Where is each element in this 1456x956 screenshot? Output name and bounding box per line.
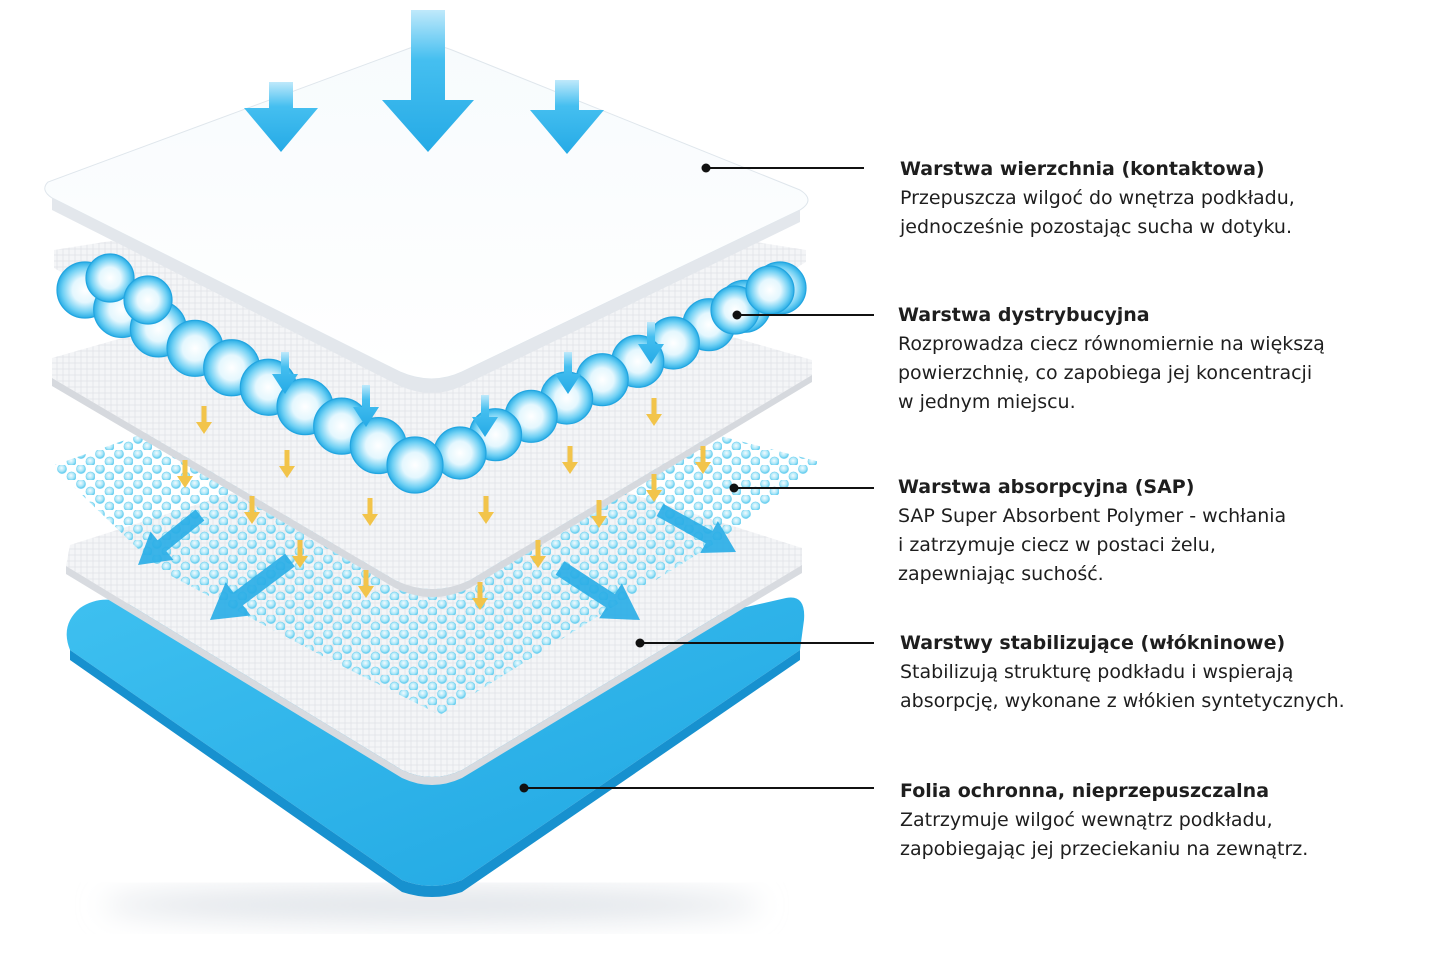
flow-arrow-icon: [646, 398, 662, 426]
label-line: SAP Super Absorbent Polymer - wchłania: [898, 505, 1287, 527]
flow-arrow-icon: [292, 540, 308, 568]
flow-arrow-icon: [177, 460, 193, 488]
flow-arrow-icon: [695, 446, 711, 474]
label-line: absorpcję, wykonane z włókien syntetyczn…: [900, 690, 1345, 712]
label-description: Stabilizują strukturę podkładu i wspiera…: [900, 658, 1345, 716]
layer-distribution-beads: [56, 253, 807, 494]
flow-arrow-icon: [530, 540, 546, 568]
flow-arrow-icon: [279, 450, 295, 478]
label-line: i zatrzymuje ciecz w postaci żelu,: [898, 534, 1216, 556]
spread-arrow-icon: [210, 553, 295, 621]
label-line: jednocześnie pozostając sucha w dotyku.: [900, 216, 1293, 238]
down-arrow-icon: [530, 80, 604, 154]
flow-arrow-icon: [646, 474, 662, 502]
label-line: Stabilizują strukturę podkładu i wspiera…: [900, 661, 1294, 683]
down-arrow-icon: [472, 395, 498, 437]
flow-arrow-icon: [472, 582, 488, 610]
label-line: Przepuszcza wilgoć do wnętrza podkładu,: [900, 187, 1295, 209]
label-title: Warstwy stabilizujące (włókninowe): [900, 632, 1286, 654]
label-stabilizing: Warstwy stabilizujące (włókninowe) Stabi…: [900, 628, 1345, 716]
label-description: SAP Super Absorbent Polymer - wchłania i…: [898, 502, 1286, 589]
down-arrow-icon: [353, 385, 379, 427]
leader-dot: [729, 483, 739, 493]
flow-arrow-icon: [358, 570, 374, 598]
flow-arrow-icon: [562, 446, 578, 474]
spread-arrow-icon: [656, 503, 737, 554]
leader-dot: [701, 163, 711, 173]
label-distribution: Warstwa dystrybucyjna Rozprowadza ciecz …: [898, 300, 1325, 417]
leader-dot: [732, 310, 742, 320]
label-line: w jednym miejscu.: [898, 391, 1076, 413]
bead: [123, 275, 173, 325]
label-description: Przepuszcza wilgoć do wnętrza podkładu, …: [900, 184, 1295, 242]
down-arrow-icon: [555, 352, 581, 394]
label-absorbent: Warstwa absorpcyjna (SAP) SAP Super Abso…: [898, 472, 1286, 589]
label-title: Warstwa absorpcyjna (SAP): [898, 476, 1195, 498]
liquid-arrows: [244, 10, 664, 437]
flow-arrow-icon: [362, 498, 378, 526]
leader-dot: [635, 638, 645, 648]
leader-dot: [519, 783, 529, 793]
label-title: Warstwa wierzchnia (kontaktowa): [900, 158, 1265, 180]
label-title: Folia ochronna, nieprzepuszczalna: [900, 780, 1270, 802]
label-description: Zatrzymuje wilgoć wewnątrz podkładu, zap…: [900, 806, 1308, 864]
label-line: powierzchnię, co zapobiega jej koncentra…: [898, 362, 1313, 384]
down-arrow-icon: [382, 10, 474, 152]
spread-arrows: [138, 503, 737, 621]
spread-arrow-icon: [555, 561, 641, 621]
label-description: Rozprowadza ciecz równomiernie na większ…: [898, 330, 1325, 417]
flow-arrow-icon: [478, 496, 494, 524]
label-title: Warstwa dystrybucyjna: [898, 304, 1150, 326]
label-top-contact: Warstwa wierzchnia (kontaktowa) Przepusz…: [900, 154, 1295, 242]
bead: [745, 265, 795, 315]
flow-arrow-icon: [591, 500, 607, 528]
label-line: zapobiegając jej przeciekaniu na zewnątr…: [900, 838, 1309, 860]
leader-lines: [519, 163, 874, 793]
spread-arrow-icon: [138, 509, 205, 565]
label-protective-film: Folia ochronna, nieprzepuszczalna Zatrzy…: [900, 776, 1308, 864]
down-arrow-icon: [638, 322, 664, 364]
down-arrow-icon: [244, 82, 318, 152]
flow-arrow-icon: [244, 496, 260, 524]
bead: [386, 436, 444, 494]
label-line: zapewniając suchość.: [898, 563, 1104, 585]
label-line: Zatrzymuje wilgoć wewnątrz podkładu,: [900, 809, 1273, 831]
ground-shadow: [102, 889, 762, 921]
label-line: Rozprowadza ciecz równomiernie na większ…: [898, 333, 1325, 355]
flow-arrow-icon: [196, 406, 212, 434]
flow-arrows: [177, 398, 711, 610]
bead: [85, 253, 135, 303]
down-arrow-icon: [272, 352, 298, 394]
